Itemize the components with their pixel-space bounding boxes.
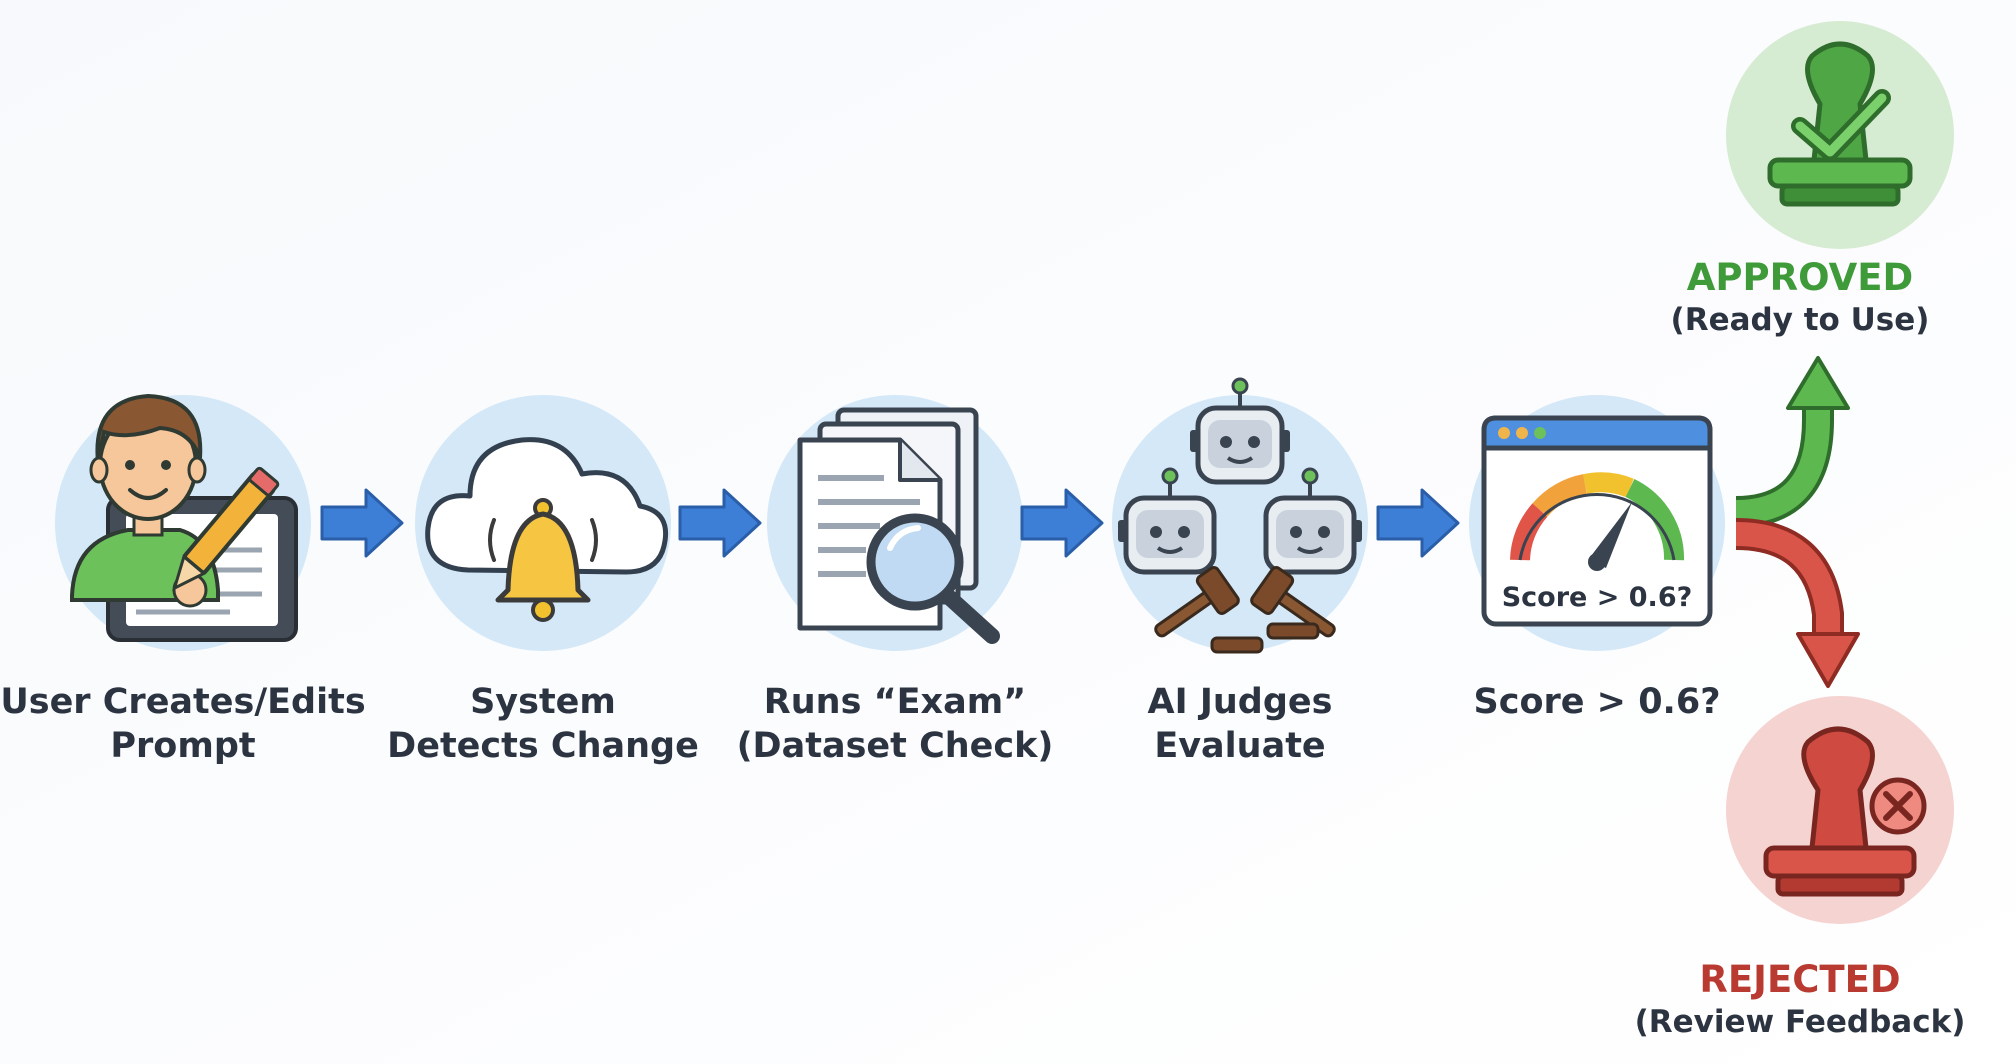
step-1-line-2: Prompt — [110, 726, 256, 766]
step-1-line-1: User Creates/Edits — [0, 682, 366, 722]
step-3-line-1: Runs “Exam” — [763, 682, 1027, 722]
flow-arrow-4 — [1376, 488, 1460, 558]
rejected-detail: (Review Feedback) — [1634, 1004, 1966, 1040]
flow-arrow-1 — [320, 488, 404, 558]
step-4-line-1: AI Judges — [1147, 682, 1333, 722]
flow-arrow-3 — [1020, 488, 1104, 558]
approved-branch-arrow — [1735, 356, 1850, 528]
score-gauge-icon: Score > 0.6? — [1469, 395, 1725, 651]
gauge-score-text: Score > 0.6? — [1502, 582, 1693, 613]
rejected-stamp-icon — [1726, 696, 1954, 924]
step-label-user-edits: User Creates/Edits Prompt — [0, 680, 393, 768]
approved-label: APPROVED (Ready to Use) — [1600, 256, 2000, 340]
cloud-bell-icon — [415, 395, 671, 651]
rejected-branch-arrow — [1735, 518, 1860, 688]
robot-judges-icon — [1112, 377, 1368, 654]
step-3-line-2: (Dataset Check) — [736, 726, 1054, 766]
flow-arrow-2 — [678, 488, 762, 558]
rejected-label: REJECTED (Review Feedback) — [1600, 958, 2000, 1042]
approved-stamp-icon — [1726, 21, 1954, 249]
step-2-line-2: Detects Change — [387, 726, 699, 766]
document-search-icon — [767, 395, 1023, 651]
step-label-score-check: Score > 0.6? — [1387, 680, 1807, 724]
step-label-runs-exam: Runs “Exam” (Dataset Check) — [685, 680, 1105, 768]
step-2-line-1: System — [470, 682, 616, 722]
user-editing-icon — [55, 393, 311, 651]
step-4-line-2: Evaluate — [1154, 726, 1326, 766]
step-label-detects-change: System Detects Change — [333, 680, 753, 768]
step-5-line-1: Score > 0.6? — [1473, 682, 1721, 722]
approved-status: APPROVED — [1686, 256, 1914, 299]
rejected-status: REJECTED — [1699, 958, 1901, 1001]
approved-detail: (Ready to Use) — [1670, 302, 1930, 338]
step-label-ai-judges: AI Judges Evaluate — [1030, 680, 1450, 768]
